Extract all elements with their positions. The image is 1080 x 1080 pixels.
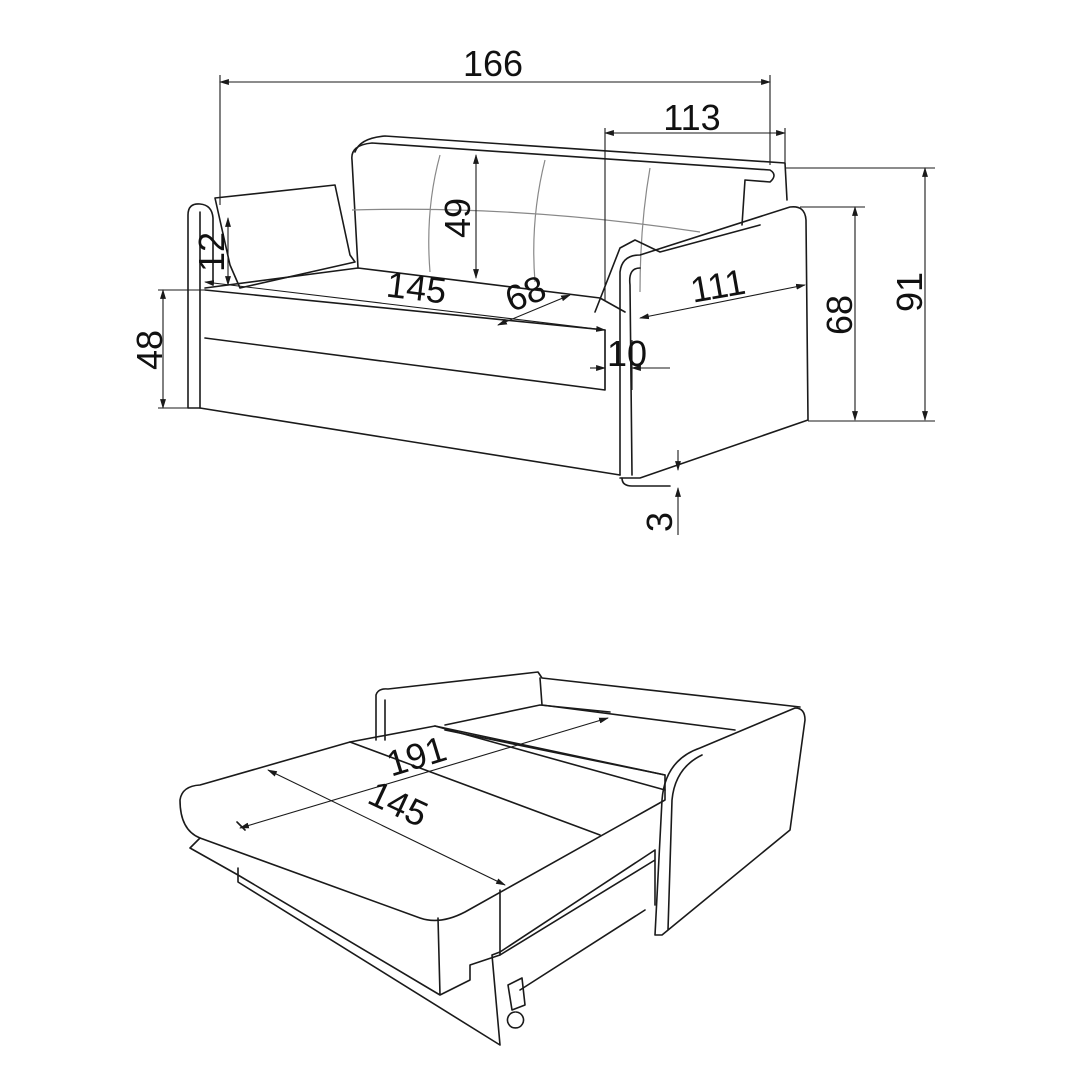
closed-sofa-drawing (187, 135, 809, 487)
right-pillow (594, 224, 761, 313)
dim-overall-width: 166 (463, 43, 523, 84)
dim-armrest-thickness: 10 (607, 333, 647, 374)
open-sofa-drawing (179, 671, 806, 1046)
mattress-front (189, 837, 501, 996)
open-back-cushion (444, 704, 666, 776)
base-front (199, 329, 621, 476)
mattress-seams (236, 725, 666, 836)
dim-seat-width: 145 (384, 264, 449, 312)
wheel (506, 977, 526, 1029)
foot (621, 477, 671, 487)
open-right-armrest (654, 707, 806, 936)
dim-armrest-above-seat: 12 (191, 232, 232, 272)
dim-floor-clearance: 3 (639, 512, 680, 532)
right-armrest (619, 205, 809, 479)
dim-overall-height: 91 (889, 272, 930, 312)
back-cushion-seams (351, 154, 701, 293)
left-pillow (214, 184, 356, 289)
dim-seat-height: 48 (129, 330, 170, 370)
dim-bed-width: 145 (362, 772, 434, 835)
back-cushion (351, 142, 775, 269)
dim-back-cushion-height: 49 (437, 198, 478, 238)
dim-armrest-depth: 111 (687, 261, 748, 311)
dim-seat-inner-width: 113 (663, 97, 720, 138)
dim-armrest-height: 68 (819, 295, 860, 335)
closed-dimension-lines (158, 75, 935, 535)
dim-seat-depth: 68 (499, 267, 551, 320)
open-dimension-lines (239, 717, 609, 886)
frame-bottom (237, 849, 656, 1046)
mattress-top (179, 725, 666, 922)
